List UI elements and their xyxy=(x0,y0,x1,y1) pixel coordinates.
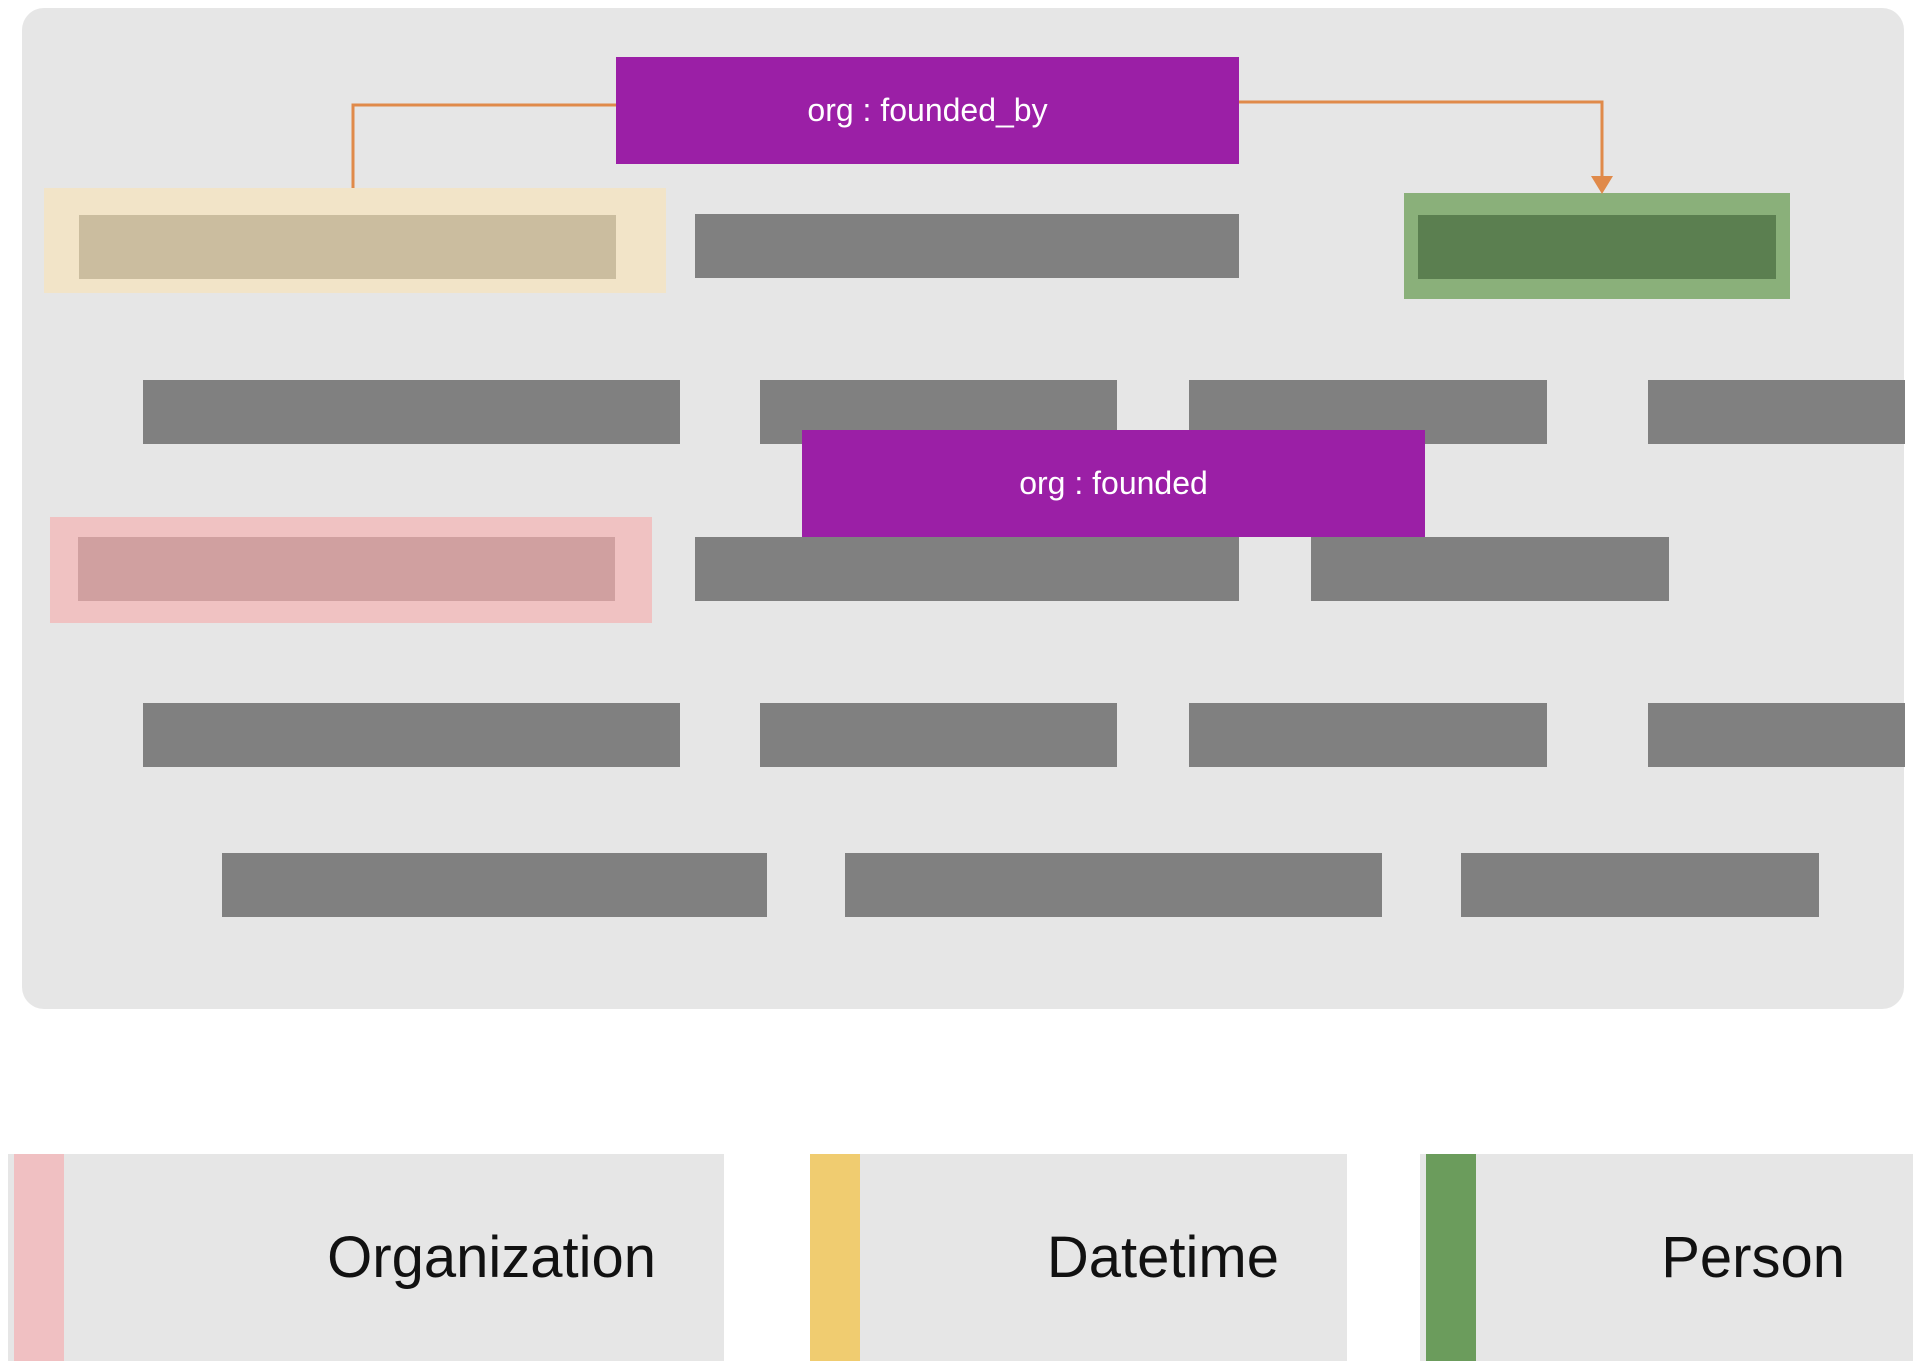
organization-entity-token xyxy=(78,537,615,601)
legend-item-datetime: Datetime xyxy=(810,1154,1347,1361)
organization-swatch xyxy=(14,1154,64,1361)
person-entity-highlight[interactable] xyxy=(1404,193,1790,299)
text-token xyxy=(1189,703,1547,767)
text-token xyxy=(222,853,767,917)
legend-label: Datetime xyxy=(1046,1225,1279,1290)
text-token xyxy=(695,214,1239,278)
legend-label: Organization xyxy=(327,1225,656,1290)
legend-label: Person xyxy=(1661,1225,1845,1290)
relation-label-founded-by[interactable]: org : founded_by xyxy=(616,57,1239,164)
relation-label-founded[interactable]: org : founded xyxy=(802,430,1425,537)
text-token xyxy=(1648,703,1905,767)
datetime-entity-token xyxy=(79,215,616,279)
person-swatch xyxy=(1426,1154,1476,1361)
text-token xyxy=(845,853,1382,917)
text-token xyxy=(1311,537,1669,601)
text-token xyxy=(1461,853,1819,917)
legend-item-organization: Organization xyxy=(8,1154,724,1361)
text-token xyxy=(760,703,1117,767)
text-token xyxy=(143,380,680,444)
datetime-swatch xyxy=(810,1154,860,1361)
person-entity-token xyxy=(1418,215,1776,279)
text-token xyxy=(695,537,1239,601)
text-token xyxy=(1648,380,1905,444)
organization-entity-highlight[interactable] xyxy=(50,517,652,623)
datetime-entity-highlight[interactable] xyxy=(44,188,666,293)
legend-item-person: Person xyxy=(1420,1154,1913,1361)
text-token xyxy=(143,703,680,767)
